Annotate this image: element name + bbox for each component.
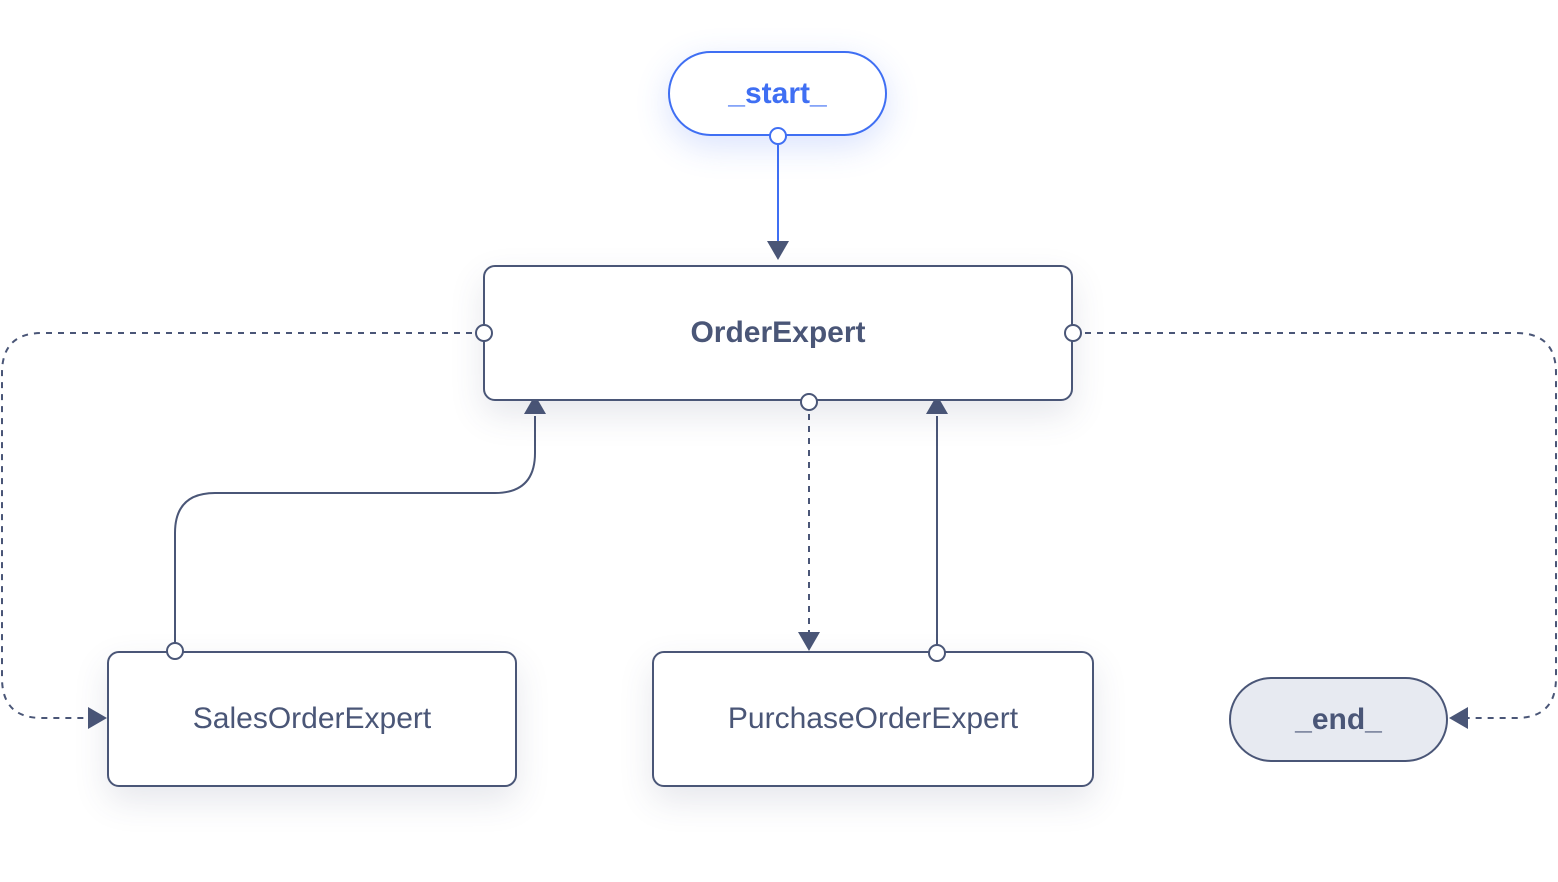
start-node-label: _start_ xyxy=(728,76,827,110)
start-node[interactable]: _start_ xyxy=(668,51,887,136)
sales-order-expert-label: SalesOrderExpert xyxy=(192,702,432,735)
arrow-from-sales-into-order-expert xyxy=(524,395,546,414)
purchase-order-expert-label: PurchaseOrderExpert xyxy=(727,702,1019,735)
edge-sales-order-expert-to-order-expert xyxy=(174,416,536,651)
arrow-into-sales-order-expert xyxy=(88,707,107,729)
edge-order-expert-to-sales-order-expert xyxy=(1,332,484,719)
end-node[interactable]: _end_ xyxy=(1229,677,1448,762)
end-node-label: _end_ xyxy=(1295,702,1382,736)
sales-order-expert-node[interactable]: SalesOrderExpert xyxy=(107,651,517,787)
order-expert-label: OrderExpert xyxy=(690,316,866,349)
arrow-into-purchase-order-expert xyxy=(798,632,820,651)
arrow-into-end xyxy=(1449,707,1468,729)
purchase-order-expert-node[interactable]: PurchaseOrderExpert xyxy=(652,651,1094,787)
edge-order-expert-to-end xyxy=(1073,332,1557,719)
order-expert-node[interactable]: OrderExpert xyxy=(483,265,1073,401)
arrow-into-order-expert-top xyxy=(767,241,789,260)
arrow-from-purchase-into-order-expert xyxy=(926,395,948,414)
